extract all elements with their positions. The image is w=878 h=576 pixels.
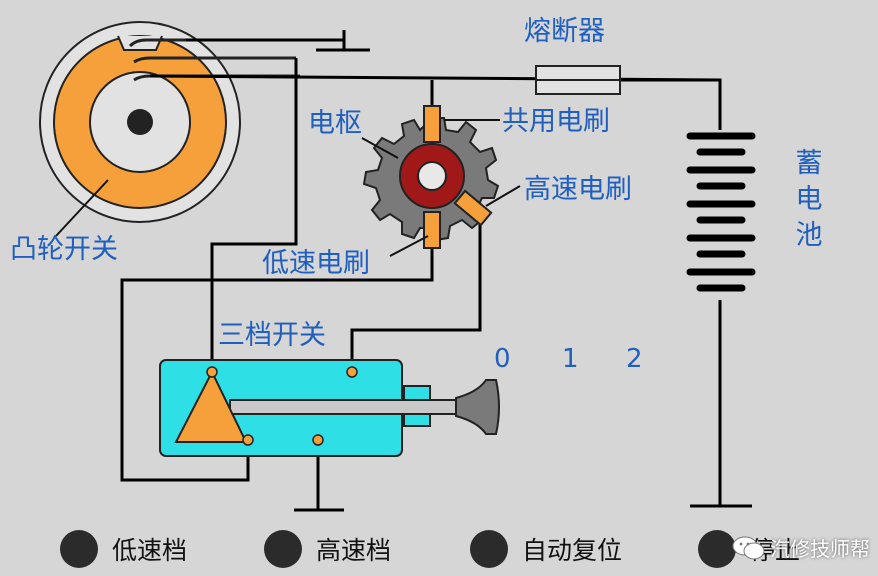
battery-label: 蓄电池: [795, 148, 823, 251]
cam-switch-label: 凸轮开关: [10, 234, 118, 265]
low-speed-button-label: 低速档: [112, 536, 188, 565]
fuse-label: 熔断器: [524, 16, 605, 47]
high-speed-button-label: 高速档: [316, 536, 392, 565]
watermark: 汽修技师帮: [732, 533, 870, 562]
fuse: [535, 65, 621, 95]
watermark-text: 汽修技师帮: [770, 537, 870, 561]
common-brush-label: 共用电刷: [502, 106, 610, 137]
wires: [120, 30, 752, 512]
auto-reset-dot-icon: [470, 530, 508, 568]
auto-reset-button-label: 自动复位: [522, 536, 623, 565]
brushes: [423, 105, 493, 249]
high-brush-label: 高速电刷: [524, 174, 632, 205]
auto-reset-button[interactable]: 自动复位: [470, 530, 622, 568]
high-speed-button[interactable]: 高速档: [264, 530, 391, 568]
gear-1-label: 1: [562, 344, 579, 374]
gear-0-label: 0: [494, 344, 511, 374]
low-speed-button[interactable]: 低速档: [60, 530, 187, 568]
armature-label: 电枢: [308, 108, 362, 139]
high-speed-dot-icon: [264, 530, 302, 568]
stop-dot-icon: [698, 530, 736, 568]
leader-lines: [55, 119, 521, 257]
battery: [686, 132, 756, 292]
three-gear-switch: [159, 359, 500, 457]
low-brush-label: 低速电刷: [262, 248, 370, 279]
low-speed-dot-icon: [60, 530, 98, 568]
gear-2-label: 2: [626, 344, 643, 374]
three-gear-switch-label: 三档开关: [218, 320, 326, 351]
cam-switch: [39, 21, 300, 223]
wechat-icon: [732, 536, 765, 559]
